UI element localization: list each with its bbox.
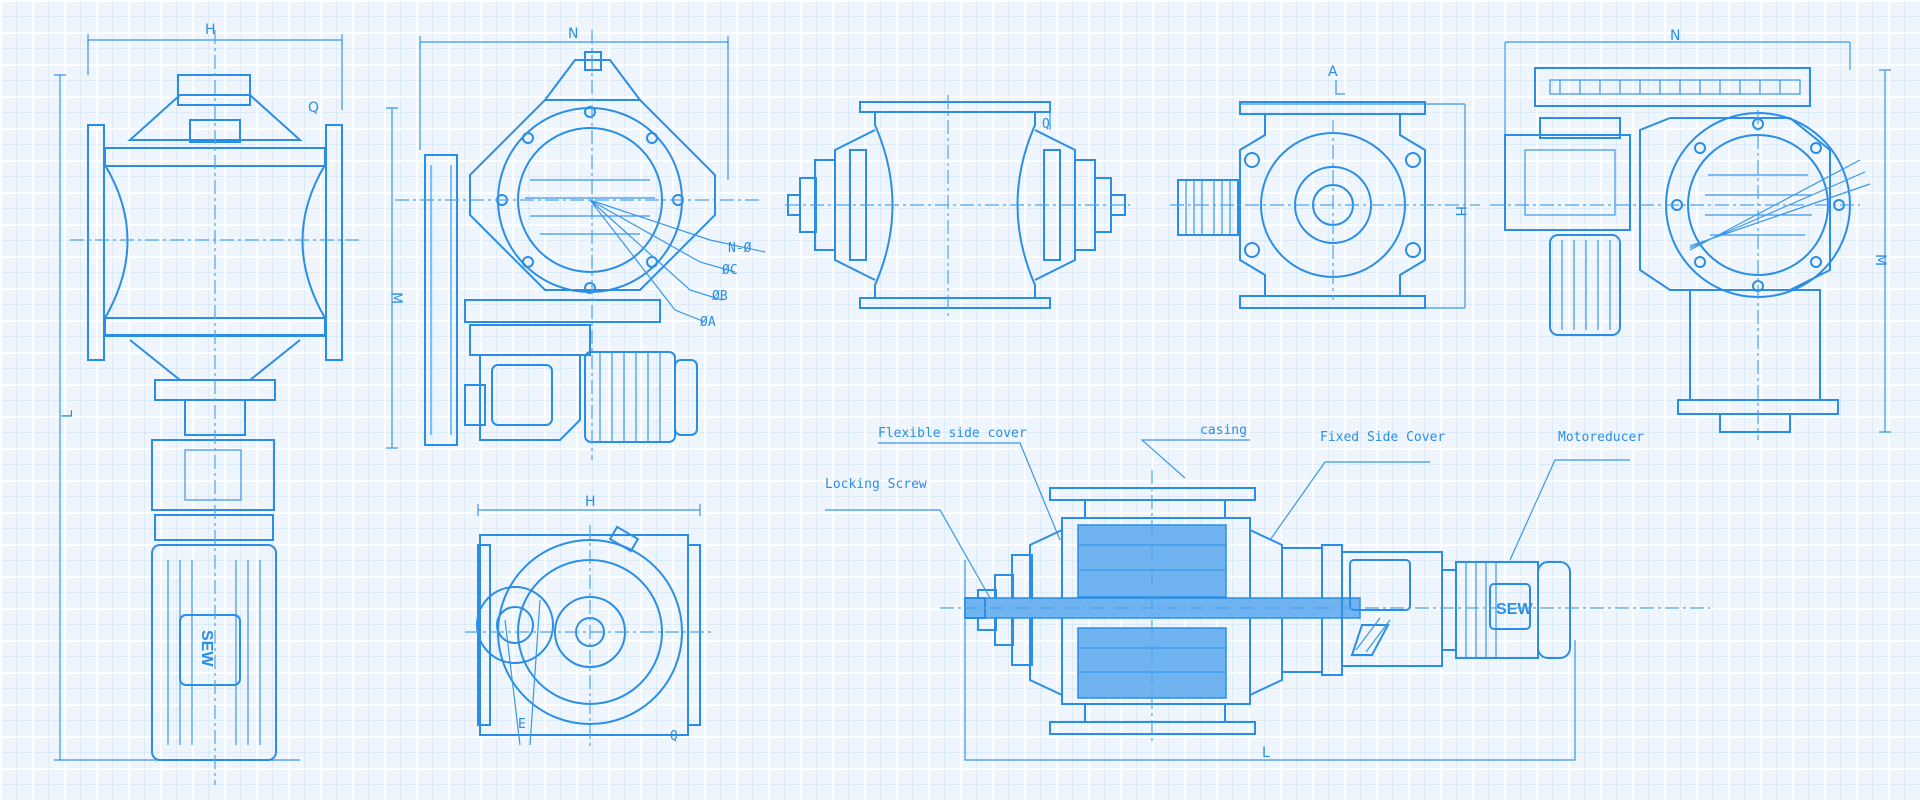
right-end-view: N M [1490,28,1891,440]
label-casing: casing [1200,423,1247,438]
label-b-dia: ØB [712,289,728,304]
dim-l-left: L [60,410,76,418]
dim-h-top: H [205,22,216,38]
side-elevation-view: H A [1170,64,1480,309]
motor-logo-left: SEW [198,630,215,667]
front-elevation-view: Q [785,95,1130,318]
dim-h-side: H [1452,206,1468,217]
cross-section-view: SEW L Flexible side cover casing Fixed S… [825,423,1710,761]
label-n-dia: N-Ø [728,241,752,256]
dim-h-small: H [585,494,596,510]
dim-q-top: Q [308,100,319,116]
dim-n-top: N [568,26,578,42]
label-a-dia: ØA [700,315,716,330]
vertical-side-view: H L Q SEW [54,22,360,785]
label-a-section: A [1328,64,1338,80]
small-end-view: H E Q [465,494,715,750]
dim-n-right: N [1670,28,1680,44]
label-c-dia: ØC [722,263,738,278]
label-locking-screw: Locking Screw [825,477,927,492]
label-flexible-side-cover: Flexible side cover [878,426,1027,441]
label-e: E [518,717,526,732]
label-motoreducer: Motoreducer [1558,430,1644,445]
motor-logo-section: SEW [1496,601,1533,618]
label-q-small: Q [670,729,678,744]
dim-m-left: M [388,292,404,304]
dim-m-right: M [1872,254,1888,266]
dim-l-bottom: L [1262,745,1270,761]
label-q-front: Q [1042,117,1050,132]
label-fixed-side-cover: Fixed Side Cover [1320,430,1445,445]
end-view-with-motor: N M N-Ø ØC ØB ØA [386,26,766,460]
